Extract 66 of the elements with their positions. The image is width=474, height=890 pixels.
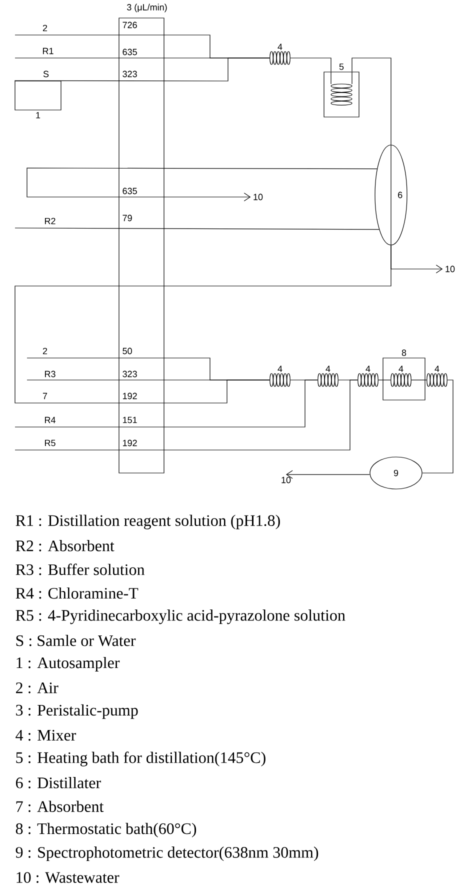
flow-rate-label: 79 [122,214,132,222]
node-label: 8 [402,350,406,356]
note-text: 6 : Distillater [16,777,101,788]
flow-rate-label: 726 [122,22,137,28]
tubing-line [26,168,378,202]
node-label: 4 [278,44,282,50]
note-text: 10 : Wastewater [16,872,120,883]
flow-rate-label: 192 [123,392,137,400]
autosampler-box: 1 [14,80,62,118]
mixer-coil: 4 [270,44,290,65]
tubing-line [14,245,392,404]
stream-label: 2 [42,24,48,32]
outlet-label: 10 [282,476,291,484]
note-text: 9 : Spectrophotometric detector(638nm 30mm) [16,846,318,862]
tubing-line [290,58,332,72]
outlet-label: 10 [446,266,455,272]
heating-bath: 5 [324,64,360,118]
note-text: R4 : Chloramine-T [16,587,138,599]
stream-label: S [43,70,49,78]
stream-label: R3 [44,370,56,378]
flow-rate-label: 323 [122,370,137,378]
mixer-coil: 4 [426,366,448,387]
node-label: 4 [434,366,440,372]
note-text: R3 : Buffer solution [16,564,145,576]
tubing-line [422,380,454,474]
flow-rate-label: 323 [122,70,137,78]
node-label: 4 [326,366,330,372]
flow-rate-label: 50 [122,348,132,354]
flow-rate-label: 151 [123,416,137,424]
stream-label: R4 [44,416,56,424]
tubing-line [352,58,392,145]
note-text: 8 : Thermostatic bath(60°C) [16,822,196,838]
mixer-coil: 4 [390,366,412,387]
node-label: 1 [36,112,40,118]
note-text: R1 : Distillation reagent solution (pH1.8) [16,514,280,530]
mixer-coil: 4 [358,366,378,387]
tubing-line [14,380,318,428]
node-label: 4 [398,366,404,372]
outlet-label: 10 [254,194,263,200]
tubing-line [14,58,270,82]
node-label: 4 [278,366,282,372]
note-text: S : Samle or Water [16,634,136,646]
stream-label: R2 [44,218,56,224]
stream-label: 2 [42,348,48,354]
node-label: 4 [366,366,370,372]
note-text: R2 : Absorbent [16,540,114,552]
pump-label: 3 (μL/min) [127,4,167,12]
flow-rate-label: 635 [122,188,137,194]
note-text: 3 : Peristalic-pump [16,704,138,719]
flow-rate-label: 635 [122,48,137,56]
note-text: 7 : Absorbent [16,800,104,812]
flow-rate-label: 192 [123,440,137,446]
tubing-line [14,380,358,450]
stream-label: R1 [42,48,54,54]
note-text: 2 : Air [16,682,58,694]
stream-label: R5 [44,440,56,446]
mixer-coil: 4 [270,366,290,387]
note-text: 1 : Autosampler [16,656,120,672]
tubing-line [14,228,380,230]
stream-label: 7 [42,392,48,400]
mixer-coil: 4 [318,366,338,387]
note-text: R5 : 4-Pyridinecarboxylic acid-pyrazolone solution [16,610,346,624]
note-text: 5 : Heating bath for distillation(145°C) [16,752,266,766]
note-text: 4 : Mixer [16,730,76,741]
node-label: 5 [339,64,344,70]
tubing-line [286,470,370,479]
